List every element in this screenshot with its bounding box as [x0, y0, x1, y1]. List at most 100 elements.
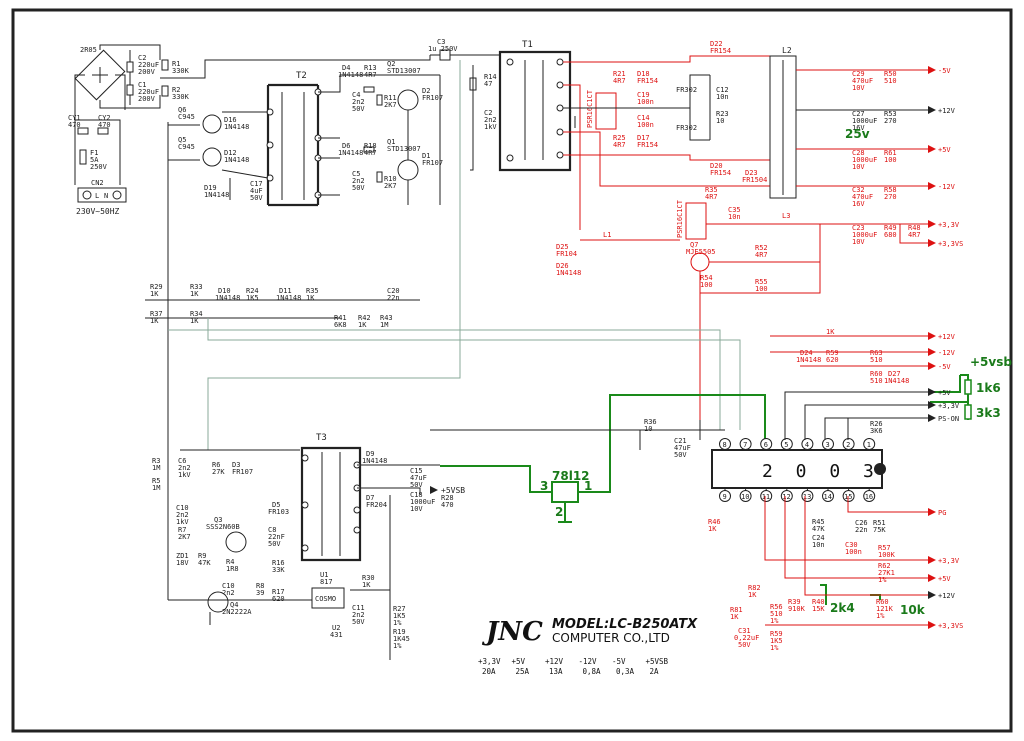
note-2k4: 2k4 [830, 601, 855, 615]
svg-text:L1: L1 [603, 231, 611, 239]
svg-text:1N4148: 1N4148 [884, 377, 909, 385]
svg-text:R7: R7 [178, 526, 186, 534]
svg-text:R23: R23 [716, 110, 729, 118]
svg-text:FR204: FR204 [366, 501, 387, 509]
output-choke-l2: L2 [769, 46, 797, 199]
svg-text:47K: 47K [812, 525, 825, 533]
svg-text:R48: R48 [908, 224, 921, 232]
svg-text:C27: C27 [852, 110, 865, 118]
svg-text:1%: 1% [876, 612, 885, 620]
rail-p5v: +5V [938, 146, 951, 154]
svg-text:910K: 910K [788, 605, 806, 613]
svg-text:100: 100 [700, 281, 713, 289]
svg-text:PS-ON: PS-ON [938, 415, 959, 423]
spec-current: 0,3A [616, 667, 635, 676]
svg-text:47uF: 47uF [410, 474, 427, 482]
svg-text:3: 3 [540, 479, 548, 493]
svg-text:R53: R53 [884, 110, 897, 118]
svg-text:2n2: 2n2 [176, 511, 189, 519]
svg-text:200V: 200V [138, 95, 156, 103]
note-5vsb: +5vsb [970, 355, 1012, 369]
svg-text:L2: L2 [782, 46, 792, 55]
svg-text:27K1: 27K1 [878, 569, 895, 577]
svg-text:4R7: 4R7 [613, 77, 626, 85]
ic-pin-top [801, 438, 814, 450]
svg-text:100n: 100n [845, 548, 862, 556]
svg-text:R26: R26 [870, 420, 883, 428]
svg-text:470: 470 [98, 121, 111, 129]
svg-text:2n2: 2n2 [352, 611, 365, 619]
ic-pin-bottom-label: 11 [762, 493, 770, 501]
spec-current: 0,8A [583, 667, 602, 676]
svg-text:C4: C4 [352, 91, 360, 99]
ic-periphery: R36 10 C21 47uF 50V R26 3K6 +5V +3,3V PS… [430, 388, 963, 652]
sheet-border [11, 8, 1013, 733]
svg-text:R25: R25 [613, 134, 626, 142]
ic-pin-top [719, 438, 731, 450]
mains-connector [77, 187, 127, 203]
svg-text:D24: D24 [800, 349, 813, 357]
spec-rail: +5VSB [646, 657, 669, 666]
svg-text:510: 510 [884, 77, 897, 85]
svg-text:121K: 121K [876, 605, 894, 613]
svg-text:T1: T1 [522, 40, 533, 50]
svg-text:2N2222A: 2N2222A [222, 608, 252, 616]
svg-text:10V: 10V [852, 84, 865, 92]
svg-text:C11: C11 [352, 604, 365, 612]
svg-text:D26: D26 [556, 262, 569, 270]
svg-text:50V: 50V [674, 451, 687, 459]
svg-text:T2: T2 [296, 71, 307, 81]
ic-pin-top [863, 438, 876, 450]
svg-text:1%: 1% [770, 644, 779, 652]
svg-text:1N4148: 1N4148 [338, 149, 363, 157]
svg-text:27K: 27K [212, 468, 225, 476]
svg-text:1N4148: 1N4148 [276, 294, 301, 302]
svg-text:R50: R50 [884, 70, 897, 78]
svg-text:SSS2N60B: SSS2N60B [206, 523, 240, 531]
standby-section: T3 D9 1N4148 D7 FR204 C15 47uF 50V C18 1… [152, 340, 465, 660]
model-title: MODEL:LC-B250ATX [552, 617, 698, 632]
ic-pin-top-label: 4 [805, 441, 809, 449]
company-title: COMPUTER CO.,LTD [552, 631, 670, 645]
svg-text:D5: D5 [272, 501, 280, 509]
svg-text:C2: C2 [484, 109, 492, 117]
svg-text:R57: R57 [878, 544, 891, 552]
svg-text:MJE5505: MJE5505 [686, 248, 716, 256]
svg-text:R52: R52 [755, 244, 768, 252]
svg-text:1K: 1K [748, 591, 757, 599]
svg-text:10n: 10n [716, 93, 729, 101]
svg-text:1K: 1K [190, 290, 199, 298]
svg-text:U2: U2 [332, 624, 340, 632]
svg-text:100K: 100K [878, 551, 896, 559]
svg-text:R21: R21 [613, 70, 626, 78]
svg-text:C10: C10 [176, 504, 189, 512]
svg-text:PSR16C1CT: PSR16C1CT [676, 199, 684, 238]
svg-text:1K: 1K [708, 525, 717, 533]
svg-text:1R8: 1R8 [226, 565, 239, 573]
svg-text:R27: R27 [393, 605, 406, 613]
c1-ref: C1 [138, 81, 146, 89]
svg-text:2n2: 2n2 [352, 98, 365, 106]
svg-text:50V: 50V [352, 618, 365, 626]
svg-text:D7: D7 [366, 494, 374, 502]
svg-text:C12: C12 [716, 86, 729, 94]
svg-text:10V: 10V [852, 163, 865, 171]
svg-text:C15: C15 [410, 467, 423, 475]
svg-text:1: 1 [584, 479, 592, 493]
svg-text:1K: 1K [362, 581, 371, 589]
svg-text:1N4148: 1N4148 [338, 71, 363, 79]
svg-text:STD13007: STD13007 [387, 145, 421, 153]
svg-text:620: 620 [826, 356, 839, 364]
svg-text:1K: 1K [826, 328, 835, 336]
ic-pin-top-label: 6 [764, 441, 768, 449]
svg-text:FR107: FR107 [422, 94, 443, 102]
svg-text:C10: C10 [222, 582, 235, 590]
svg-text:FR107: FR107 [232, 468, 253, 476]
svg-text:R18: R18 [364, 142, 377, 150]
svg-text:C18: C18 [410, 491, 423, 499]
svg-text:4R7: 4R7 [705, 193, 718, 201]
svg-text:+3,3VS: +3,3VS [938, 622, 963, 630]
svg-text:R19: R19 [393, 628, 406, 636]
